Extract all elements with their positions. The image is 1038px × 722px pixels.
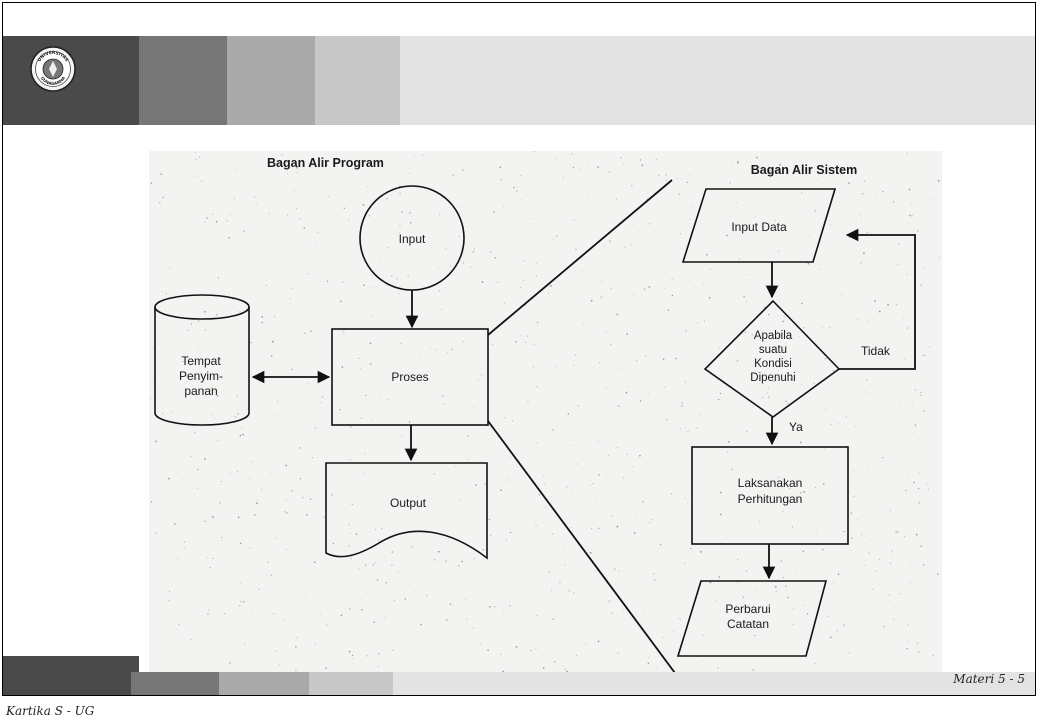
storage-label-line-3: panan bbox=[184, 384, 217, 398]
update-label-line-2: Catatan bbox=[727, 617, 769, 631]
university-logo-icon: UNIVERSITAS GUNADARMA bbox=[30, 46, 76, 92]
footer-band-2 bbox=[131, 672, 219, 695]
scan-texture bbox=[150, 151, 940, 673]
header-band-5 bbox=[400, 36, 1035, 125]
storage-label-line-2: Penyim- bbox=[179, 369, 223, 383]
output-document-shape bbox=[325, 462, 488, 560]
process-box-shape bbox=[331, 328, 489, 426]
calc-label-line-1: Laksanakan bbox=[738, 476, 803, 490]
arrow-no-loop-back bbox=[839, 228, 916, 370]
calculation-box-shape bbox=[691, 446, 849, 545]
connector-line-lower bbox=[487, 420, 676, 673]
program-flow-title: Bagan Alir Program bbox=[267, 156, 384, 170]
footer-band-1 bbox=[3, 656, 139, 695]
slide: UNIVERSITAS GUNADARMA Bagan Alir Program… bbox=[2, 2, 1036, 696]
decision-line-3: Kondisi bbox=[754, 358, 792, 370]
decision-diamond bbox=[703, 299, 841, 418]
input-data-parallelogram bbox=[681, 188, 837, 263]
connector-line-upper bbox=[487, 179, 673, 336]
update-parallelogram bbox=[676, 580, 828, 657]
calc-label-line-2: Perhitungan bbox=[738, 492, 803, 506]
page-number-label: Materi 5 - 5 bbox=[953, 672, 1025, 686]
process-label: Proses bbox=[391, 370, 428, 384]
input-label: Input bbox=[399, 232, 426, 246]
footer-band-4 bbox=[309, 672, 393, 695]
header-band-2 bbox=[139, 36, 227, 125]
footer-band-5 bbox=[393, 672, 1035, 695]
author-footer: Kartika S - UG bbox=[6, 704, 95, 718]
header-band-4 bbox=[315, 36, 400, 125]
storage-label-line-1: Tempat bbox=[181, 354, 221, 368]
decision-line-4: Dipenuhi bbox=[750, 372, 795, 384]
update-label-line-1: Perbarui bbox=[725, 602, 770, 616]
yes-label: Ya bbox=[789, 420, 803, 434]
output-label: Output bbox=[390, 496, 427, 510]
input-data-label: Input Data bbox=[731, 220, 787, 234]
footer-band-3 bbox=[219, 672, 309, 695]
no-label: Tidak bbox=[861, 344, 891, 358]
decision-line-1: Apabila bbox=[754, 330, 793, 342]
decision-line-2: suatu bbox=[759, 344, 787, 356]
system-flow-title: Bagan Alir Sistem bbox=[751, 163, 858, 177]
storage-cylinder-shape bbox=[154, 307, 250, 426]
header-band-3 bbox=[227, 36, 315, 125]
scanned-flowchart-image: Bagan Alir Program Input Tempat Penyim- … bbox=[149, 151, 942, 673]
